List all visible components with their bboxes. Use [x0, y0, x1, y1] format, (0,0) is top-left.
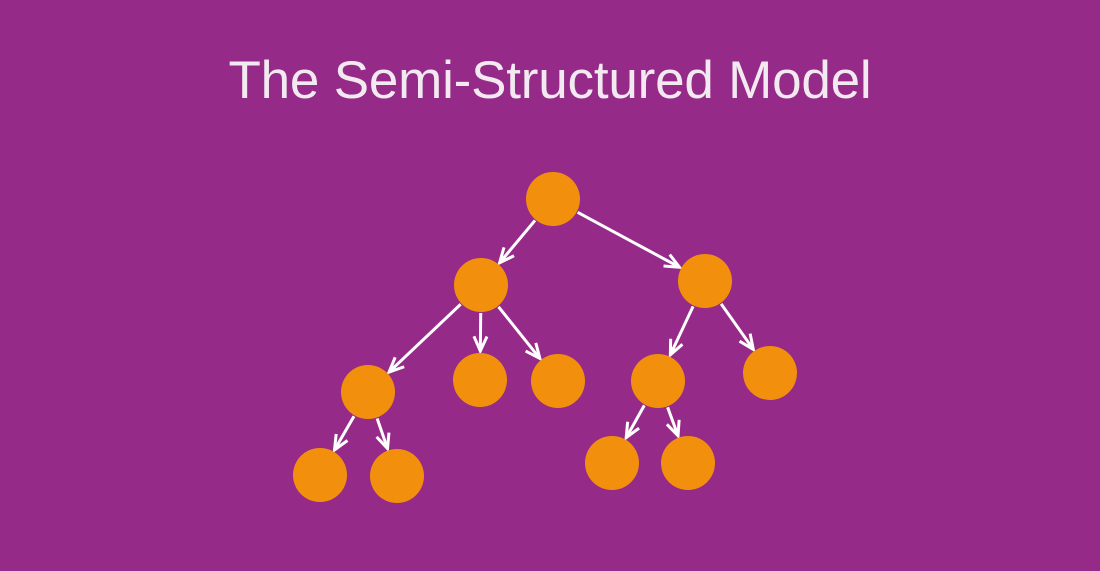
- tree-edge-arrowhead: [663, 253, 683, 269]
- tree-edge: [333, 415, 356, 451]
- tree-edge: [668, 305, 695, 356]
- tree-node[interactable]: [743, 346, 797, 400]
- tree-edge-arrowhead: [375, 432, 391, 453]
- tree-edge-arrowhead: [524, 342, 543, 362]
- tree-edge-arrowhead: [472, 335, 489, 355]
- tree-node[interactable]: [585, 436, 639, 490]
- tree-node[interactable]: [661, 436, 715, 490]
- tree-edge: [576, 210, 681, 269]
- tree-edge: [719, 303, 755, 351]
- page-title: The Semi-Structured Model: [228, 51, 872, 110]
- tree-node[interactable]: [370, 449, 424, 503]
- tree-edge-arrowhead: [668, 338, 684, 359]
- tree-node[interactable]: [293, 448, 347, 502]
- tree-node[interactable]: [631, 354, 685, 408]
- tree-edge: [375, 417, 389, 450]
- tree-edge-arrowhead: [386, 356, 405, 375]
- tree-edge: [497, 305, 542, 360]
- tree-edge: [388, 303, 462, 374]
- tree-edge-arrowhead: [738, 333, 756, 353]
- tree-node[interactable]: [678, 254, 732, 308]
- tree-edge-arrowhead: [332, 433, 349, 454]
- tree-edge: [498, 219, 537, 264]
- tree-edge-arrowhead: [497, 246, 515, 266]
- tree-node[interactable]: [526, 172, 580, 226]
- tree-edge-arrowhead: [665, 419, 681, 440]
- tree-edge: [666, 406, 680, 437]
- tree-node[interactable]: [341, 365, 395, 419]
- tree-edge-layer: [332, 210, 756, 454]
- tree-node[interactable]: [454, 258, 508, 312]
- tree-node-layer: [293, 172, 797, 503]
- tree-edge-arrowhead: [624, 421, 640, 441]
- tree-node[interactable]: [453, 353, 507, 407]
- tree-edge: [624, 404, 646, 439]
- tree-node[interactable]: [531, 354, 585, 408]
